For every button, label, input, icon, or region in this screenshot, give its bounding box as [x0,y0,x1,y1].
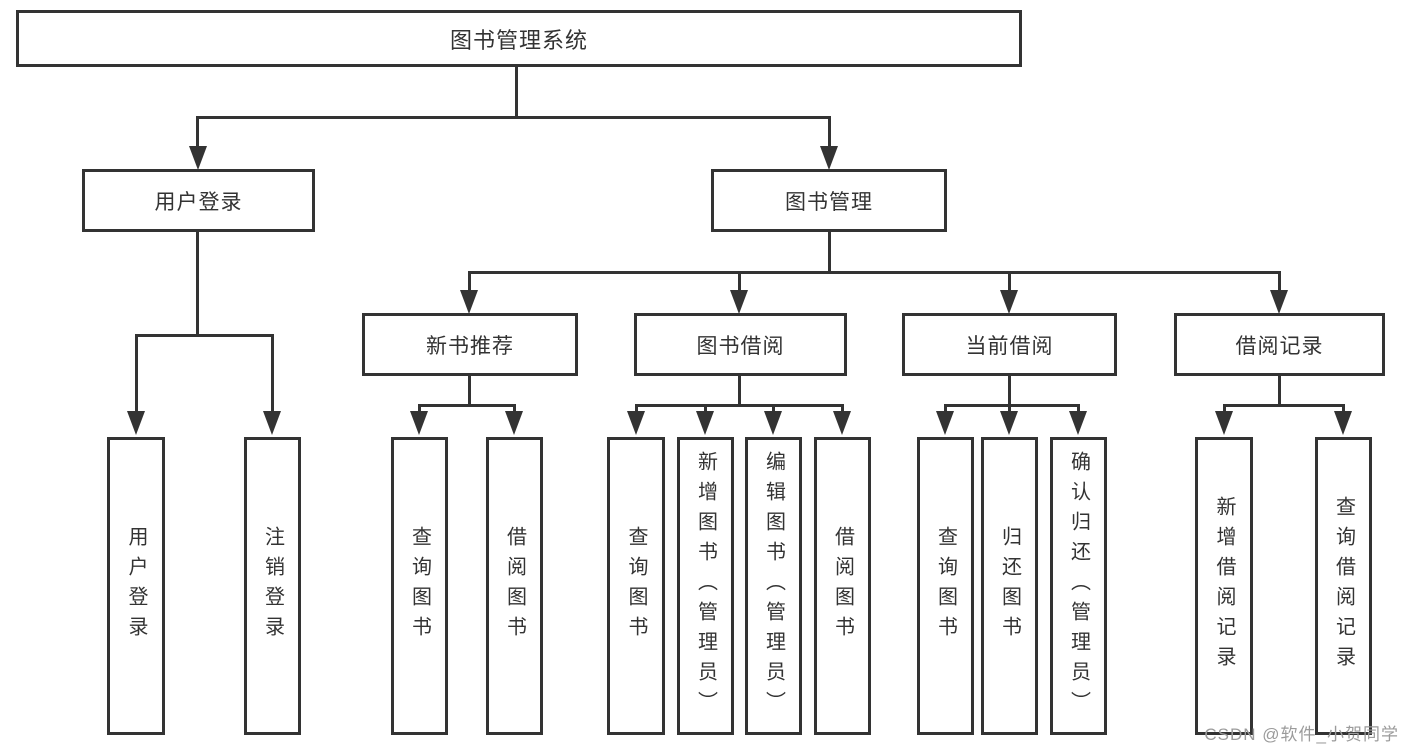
leaf-label: 借阅图书 [831,526,854,646]
edge-recommend-horizontal [418,404,516,407]
edge-stem-user-login [196,116,199,148]
leaf-add-book-admin: 新增图书（管理员） [677,437,734,735]
leaf-label: 查询借阅记录 [1332,496,1355,676]
arrow-down-icon [263,411,281,435]
edge-bookmgmt-horizontal [468,271,1281,274]
arrow-down-icon [1069,411,1087,435]
leaf-add-borrow-record: 新增借阅记录 [1195,437,1253,735]
edge-stem-leaf [1223,404,1226,413]
leaf-label: 注销登录 [261,526,284,646]
edge-userlogin-horizontal [135,334,274,337]
leaf-query-book-current: 查询图书 [917,437,974,735]
edge-userlogin-vertical [196,231,199,336]
arrow-down-icon [820,146,838,170]
csdn-watermark: CSDN @软件_小贺同学 [1204,725,1399,744]
leaf-query-book-recommend: 查询图书 [391,437,448,735]
leaf-label: 新增借阅记录 [1213,496,1235,676]
node-label: 借阅记录 [1235,334,1324,358]
node-new-book-recommend: 新书推荐 [362,313,578,376]
node-label: 图书管理 [785,190,873,214]
leaf-label: 查询图书 [625,526,647,646]
node-book-management: 图书管理 [711,169,947,232]
arrow-down-icon [1334,411,1352,435]
arrow-down-icon [1000,290,1018,314]
arrow-down-icon [410,411,428,435]
leaf-edit-book-admin: 编辑图书（管理员） [745,437,802,735]
leaf-return-book: 归还图书 [981,437,1038,735]
edge-stem-level3 [468,271,471,293]
edge-stem-level3 [1278,271,1281,293]
leaf-label: 查询图书 [408,526,431,646]
arrow-down-icon [505,411,523,435]
edge-recommend-vertical [468,375,471,407]
leaf-label: 借阅图书 [503,526,526,646]
edge-stem-leaf [772,404,775,413]
arrow-down-icon [189,146,207,170]
leaf-borrow-book-recommend: 借阅图书 [486,437,543,735]
node-current-borrow: 当前借阅 [902,313,1117,376]
leaf-query-borrow-record: 查询借阅记录 [1315,437,1372,735]
node-label: 图书管理系统 [449,27,588,53]
arrow-down-icon [1215,411,1233,435]
leaf-query-book-borrow: 查询图书 [607,437,665,735]
arrow-down-icon [730,290,748,314]
leaf-user-login: 用户登录 [107,437,165,735]
arrow-down-icon [1000,411,1018,435]
edge-stem-leaf [418,404,421,413]
arrow-down-icon [696,411,714,435]
leaf-label: 用户登录 [125,526,147,646]
node-book-borrow: 图书借阅 [634,313,847,376]
node-library-system: 图书管理系统 [16,10,1022,67]
edge-stem-leaf [135,334,138,412]
leaf-label: 编辑图书（管理员） [762,451,785,721]
edge-record-horizontal [1223,404,1345,407]
edge-current-vertical [1008,375,1011,407]
node-user-login: 用户登录 [82,169,315,232]
arrow-down-icon [936,411,954,435]
leaf-label: 确认归还（管理员） [1067,451,1090,721]
arrow-down-icon [833,411,851,435]
leaf-confirm-return-admin: 确认归还（管理员） [1050,437,1107,735]
edge-stem-book-management [828,116,831,148]
edge-record-vertical [1278,375,1281,407]
node-label: 图书借阅 [696,334,785,358]
edge-stem-leaf [1077,404,1080,413]
edge-stem-leaf [513,404,516,413]
edge-stem-leaf [1342,404,1345,413]
arrow-down-icon [627,411,645,435]
arrow-down-icon [764,411,782,435]
leaf-label: 查询图书 [934,526,957,646]
edge-stem-leaf [1008,404,1011,413]
node-borrow-record: 借阅记录 [1174,313,1385,376]
edge-stem-leaf [841,404,844,413]
edge-root-horizontal [196,116,831,119]
edge-stem-leaf [271,334,274,412]
edge-stem-leaf [944,404,947,413]
edge-current-horizontal [944,404,1080,407]
edge-stem-leaf [635,404,638,413]
node-label: 当前借阅 [965,334,1054,358]
edge-borrow-horizontal [635,404,844,407]
edge-root-vertical [515,67,518,119]
node-label: 用户登录 [154,190,243,214]
arrow-down-icon [127,411,145,435]
arrow-down-icon [1270,290,1288,314]
leaf-label: 归还图书 [998,526,1021,646]
edge-stem-leaf [704,404,707,413]
edge-stem-level3 [1008,271,1011,293]
node-label: 新书推荐 [426,334,514,358]
edge-borrow-vertical [738,375,741,407]
edge-stem-level3 [738,271,741,293]
leaf-logout-login: 注销登录 [244,437,301,735]
edge-bookmgmt-vertical [828,231,831,273]
leaf-label: 新增图书（管理员） [694,451,717,721]
arrow-down-icon [460,290,478,314]
leaf-borrow-book-borrow: 借阅图书 [814,437,871,735]
